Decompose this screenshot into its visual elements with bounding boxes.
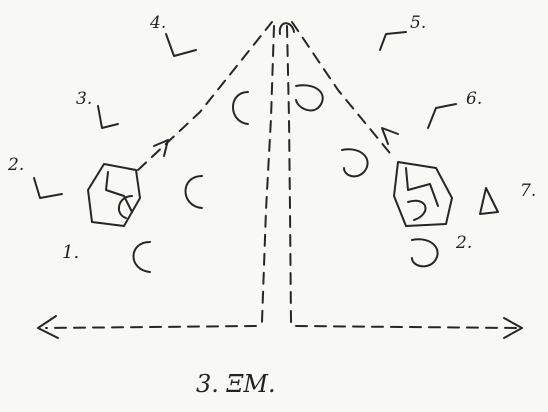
central-line-left (261, 25, 275, 323)
left-diagonal-arrowhead (153, 139, 169, 157)
top-arch-mark (278, 22, 295, 35)
v-marker-7 (479, 187, 499, 215)
label-left-2: 2. (7, 155, 24, 175)
right-arrow-shaft (295, 325, 517, 329)
horseshoe-marker (232, 91, 249, 125)
label-right-7: 7. (520, 181, 536, 201)
left-horseshoe-markers (132, 91, 249, 273)
label-left-3: 3. (76, 89, 92, 109)
central-line (261, 25, 292, 323)
left-arrow (37, 315, 257, 339)
right-cluster-inner (405, 167, 439, 207)
right-v-markers (379, 31, 499, 215)
left-cluster-outline (87, 163, 141, 227)
label-right-2: 2. (455, 233, 472, 253)
label-right-5: 5. (410, 13, 426, 33)
figure-caption: 3. ΞM. (196, 370, 276, 398)
horseshoe-marker (411, 238, 439, 268)
label-left-1: 1. (62, 242, 79, 263)
right-arrow (295, 317, 523, 339)
v-marker-6 (427, 103, 457, 129)
right-diagonal-arrowhead (381, 127, 399, 145)
left-cluster-inner (105, 171, 133, 213)
v-marker-4 (165, 33, 197, 57)
left-arrow-head (37, 315, 59, 339)
label-right-6: 6. (466, 89, 482, 109)
right-arrow-head (503, 317, 523, 339)
right-horseshoe-markers (295, 84, 439, 268)
left-arrow-shaft (45, 325, 257, 329)
central-line-right (286, 25, 292, 323)
right-cluster-hook (407, 199, 427, 221)
v-marker-5 (379, 31, 407, 51)
horseshoe-marker (295, 84, 324, 112)
v-marker-2 (33, 177, 63, 199)
left-position-cluster (87, 163, 141, 227)
right-cluster-outline (393, 161, 453, 227)
horseshoe-marker (184, 175, 203, 209)
right-position-cluster (393, 161, 453, 227)
horseshoe-marker (341, 148, 369, 178)
v-marker-3 (97, 105, 119, 129)
left-v-markers (33, 33, 197, 199)
right-diagonal-line (291, 21, 395, 159)
label-left-4: 4. (149, 13, 166, 33)
horseshoe-marker (132, 241, 151, 273)
left-cluster-hook (117, 195, 133, 219)
left-diagonal-line (137, 21, 273, 171)
